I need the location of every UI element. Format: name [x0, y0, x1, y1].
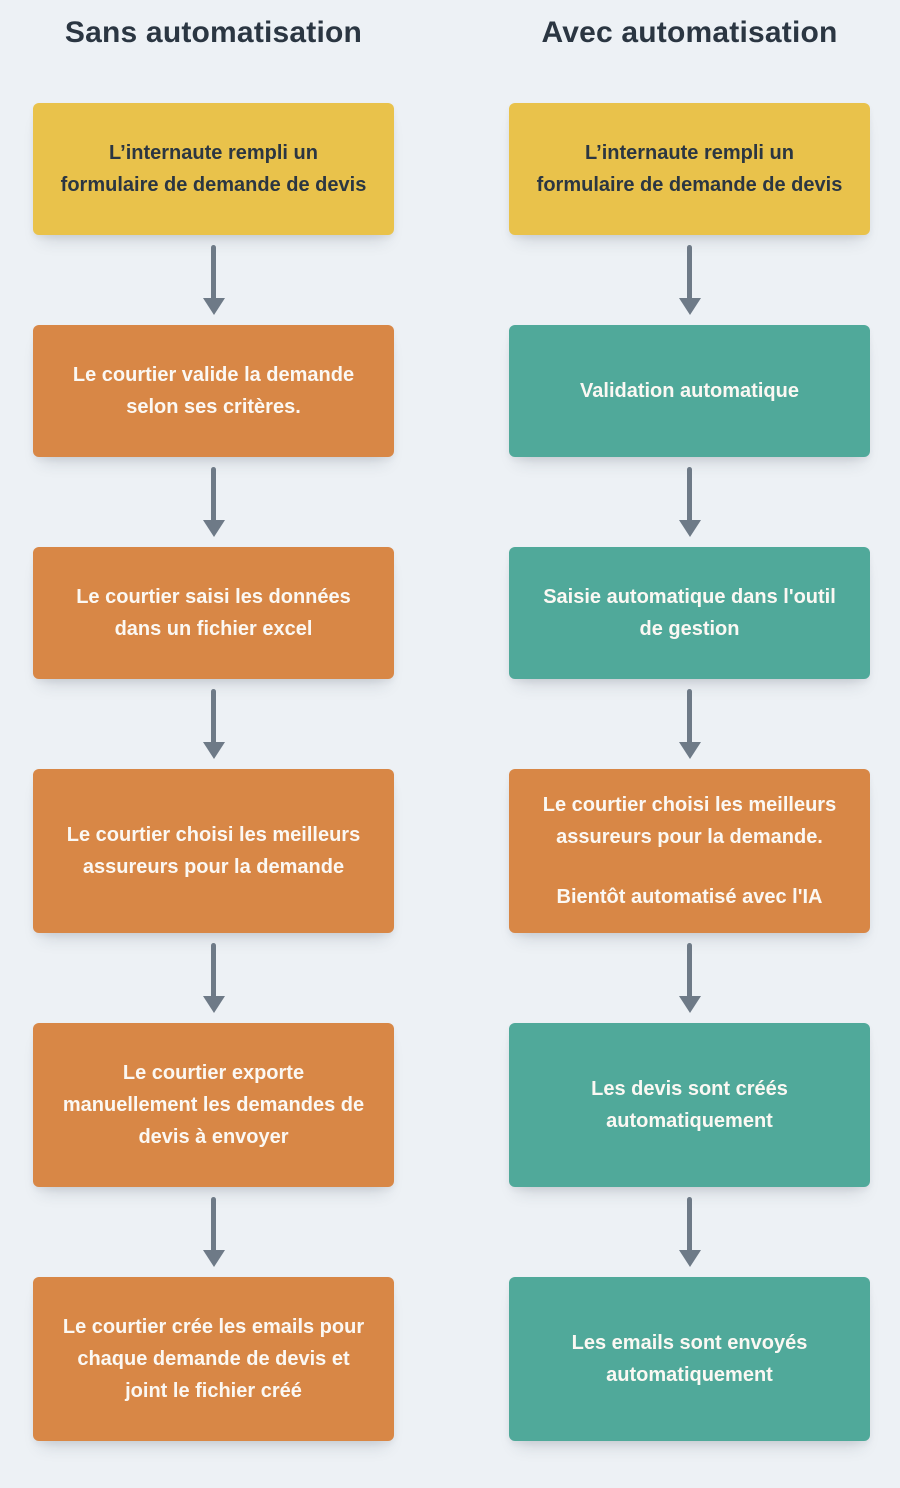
column-avec-automatisation: Avec automatisation L’internaute rempli …	[509, 0, 870, 1441]
down-arrow-icon	[202, 943, 225, 1013]
arrow-zone	[509, 235, 870, 325]
arrow-zone	[33, 933, 394, 1023]
step-text: Le courtier valide la demande selon ses …	[72, 364, 355, 418]
step-box-sans-6: Le courtier crée les emails pour chaque …	[33, 1277, 394, 1441]
step-box-avec-5: Les devis sont créés automatiquement	[509, 1023, 870, 1187]
arrow-zone	[509, 1187, 870, 1277]
step-text: L’internaute rempli un formulaire de dem…	[536, 142, 843, 196]
arrow-zone	[509, 933, 870, 1023]
step-box-sans-3: Le courtier saisi les données dans un fi…	[33, 547, 394, 679]
arrow-zone	[33, 457, 394, 547]
arrow-zone	[509, 457, 870, 547]
step-subtext: Bientôt automatisé avec l'IA	[556, 886, 823, 908]
down-arrow-icon	[678, 467, 701, 537]
step-text: Le courtier saisi les données dans un fi…	[76, 586, 351, 640]
column-title-sans: Sans automatisation	[64, 16, 363, 49]
step-text: Le courtier crée les emails pour chaque …	[62, 1316, 365, 1402]
step-text: Validation automatique	[580, 380, 799, 402]
down-arrow-icon	[678, 943, 701, 1013]
down-arrow-icon	[202, 245, 225, 315]
step-box-avec-6: Les emails sont envoyés automatiquement	[509, 1277, 870, 1441]
column-sans-automatisation: Sans automatisation L’internaute rempli …	[33, 0, 394, 1441]
arrow-zone	[33, 1187, 394, 1277]
down-arrow-icon	[678, 689, 701, 759]
step-text: Les emails sont envoyés automatiquement	[571, 1332, 808, 1386]
step-text: Saisie automatique dans l'outil de gesti…	[543, 586, 836, 640]
arrow-zone	[509, 679, 870, 769]
step-text: Le courtier exporte manuellement les dem…	[62, 1062, 365, 1148]
down-arrow-icon	[202, 689, 225, 759]
step-box-sans-2: Le courtier valide la demande selon ses …	[33, 325, 394, 457]
step-box-avec-3: Saisie automatique dans l'outil de gesti…	[509, 547, 870, 679]
down-arrow-icon	[202, 1197, 225, 1267]
step-box-avec-4: Le courtier choisi les meilleurs assureu…	[509, 769, 870, 933]
down-arrow-icon	[678, 245, 701, 315]
column-title-avec: Avec automatisation	[541, 16, 838, 49]
step-text: Le courtier choisi les meilleurs assureu…	[542, 794, 837, 848]
arrow-zone	[33, 235, 394, 325]
step-box-avec-2: Validation automatique	[509, 325, 870, 457]
down-arrow-icon	[678, 1197, 701, 1267]
step-box-avec-1: L’internaute rempli un formulaire de dem…	[509, 103, 870, 235]
step-box-sans-5: Le courtier exporte manuellement les dem…	[33, 1023, 394, 1187]
arrow-zone	[33, 679, 394, 769]
down-arrow-icon	[202, 467, 225, 537]
step-box-sans-1: L’internaute rempli un formulaire de dem…	[33, 103, 394, 235]
step-text: Les devis sont créés automatiquement	[591, 1078, 788, 1132]
step-box-sans-4: Le courtier choisi les meilleurs assureu…	[33, 769, 394, 933]
step-text: L’internaute rempli un formulaire de dem…	[60, 142, 367, 196]
step-text: Le courtier choisi les meilleurs assureu…	[66, 824, 361, 878]
comparison-diagram: Sans automatisation L’internaute rempli …	[33, 0, 870, 1441]
